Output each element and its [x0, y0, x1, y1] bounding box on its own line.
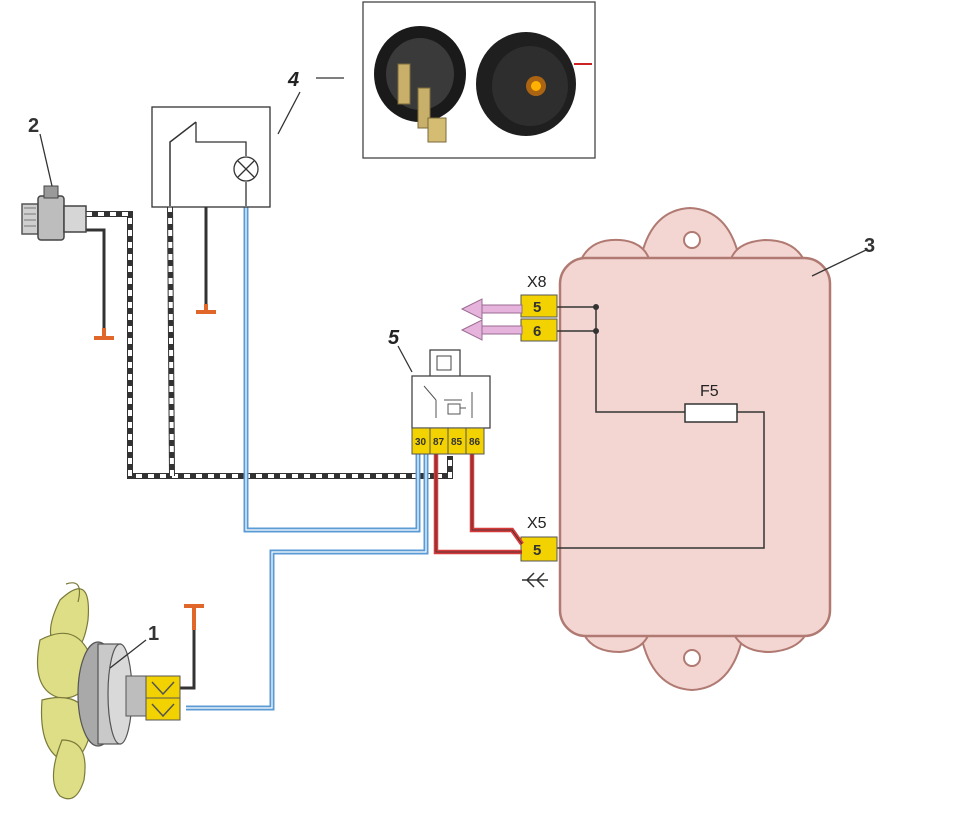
rocker-switch-photo [362, 1, 596, 159]
relay-pin-30: 30 [415, 437, 427, 448]
ground-symbol-icon [184, 604, 204, 630]
fan-connector [145, 675, 181, 721]
fan-motor [36, 582, 147, 800]
callout-3: 3 [864, 235, 875, 257]
fuse-label: F5 [700, 383, 719, 400]
x5-pin-5: 5 [533, 542, 541, 559]
callout-1: 1 [148, 623, 159, 645]
connector-x5-label: X5 [527, 515, 547, 532]
wires [86, 146, 524, 711]
ground-symbol-icon [196, 304, 216, 314]
relay-pin-87: 87 [433, 437, 445, 448]
relay-pin-85: 85 [451, 437, 463, 448]
lamp-icon [233, 156, 259, 182]
connector-x8-label: X8 [527, 274, 547, 291]
relay: 30 87 85 86 [411, 349, 491, 455]
relay-pin-86: 86 [469, 437, 481, 448]
fuse-f5: F5 [684, 383, 738, 423]
signal-arrow-icon [460, 298, 523, 341]
relay-pins: 30 87 85 86 [411, 427, 485, 455]
callout-5: 5 [388, 327, 400, 349]
temperature-sensor [21, 185, 87, 241]
connector-x5: X5 5 [520, 515, 558, 588]
callout-2: 2 [28, 115, 39, 137]
callout-4: 4 [287, 69, 299, 91]
x8-pin-6: 6 [533, 323, 541, 340]
switch-schematic [151, 106, 271, 208]
ground-symbol-icon [94, 328, 114, 340]
x8-pin-5: 5 [533, 299, 541, 316]
connector-x8: X8 5 6 [520, 274, 558, 342]
control-module [556, 206, 832, 692]
